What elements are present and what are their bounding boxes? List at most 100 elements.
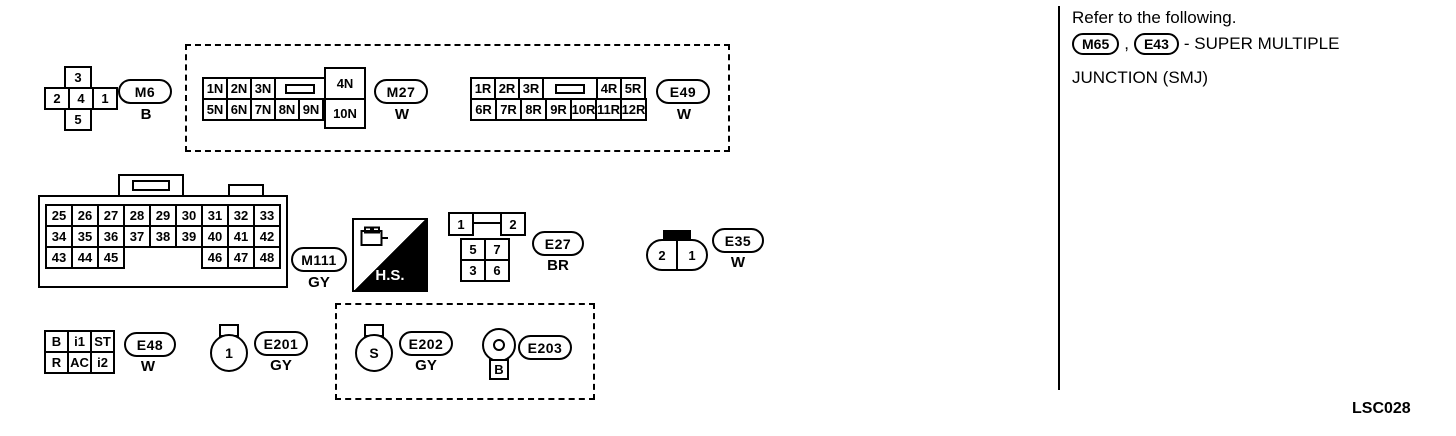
pin-cell: 32 [227, 204, 255, 227]
connector-e27-row1: 5 7 [460, 238, 510, 261]
pin-cell: 7R [495, 98, 522, 121]
pin-cell: 48 [253, 246, 281, 269]
connector-color-label: W [394, 106, 410, 123]
empty-slot [285, 83, 315, 94]
group-box-bottom [335, 303, 595, 400]
pin-cell: 3R [518, 77, 544, 100]
connector-m111-row2: 34 35 36 37 38 39 40 41 42 [45, 225, 281, 248]
connector-id-oval-e49: E49 [656, 79, 710, 104]
connector-tab-slot [132, 180, 170, 191]
pin-cell: ST [90, 330, 115, 353]
pin-cell: 3 [460, 259, 486, 282]
connector-id-oval-e202: E202 [399, 331, 453, 356]
pin-cell: 8R [520, 98, 547, 121]
pin-cell: 1 [448, 212, 474, 236]
connector-e49-row1: 1R 2R 3R 4R 5R [470, 77, 646, 100]
pin-cell: 27 [97, 204, 125, 227]
connector-e48-row2: R AC i2 [44, 351, 115, 374]
pin-cell: 35 [71, 225, 99, 248]
pin-cell: 40 [201, 225, 229, 248]
connector-id-oval-m27: M27 [374, 79, 428, 104]
connector-color-label: BR [547, 257, 569, 274]
cell-divider [676, 241, 678, 269]
note-separator: , [1124, 34, 1129, 53]
connector-bridge [472, 212, 502, 224]
pin-cell: i1 [67, 330, 92, 353]
pin-cell: 3 [64, 66, 92, 89]
pin-cell: 30 [175, 204, 203, 227]
connector-color-label: W [676, 106, 692, 123]
pin-cell: 43 [45, 246, 73, 269]
pin-cell: 11R [595, 98, 622, 121]
pin-cell: 41 [227, 225, 255, 248]
connector-e203-body [482, 328, 516, 362]
connector-color-label: B [140, 106, 152, 123]
pin-cell: 28 [123, 204, 151, 227]
pin-cell: 36 [97, 225, 125, 248]
vertical-divider [1058, 6, 1060, 390]
connector-color-box: B [489, 359, 509, 380]
pin-cell: 8N [274, 98, 300, 121]
connector-id-oval-e35: E35 [712, 228, 764, 253]
connector-e35-body: 2 1 [646, 239, 708, 271]
pin-cell: 47 [227, 246, 255, 269]
pin-cell: 2 [658, 247, 666, 263]
connector-color-label: GY [270, 357, 292, 374]
pin-cell: 33 [253, 204, 281, 227]
connector-e202-body: S [355, 334, 393, 372]
connector-tab [228, 184, 264, 197]
pin-cell: 38 [149, 225, 177, 248]
pin-cell: 2 [500, 212, 526, 236]
pin-cell: 2R [494, 77, 520, 100]
pin-cell: AC [67, 351, 92, 374]
note-suffix: - SUPER MULTIPLE [1183, 34, 1340, 53]
connector-id-oval-m6: M6 [118, 79, 172, 104]
pin-cell: 4N [324, 67, 366, 100]
pin-cell: 37 [123, 225, 151, 248]
ref-oval-m65: M65 [1072, 33, 1120, 55]
pin-cell: 5 [460, 238, 486, 261]
connector-color-label: W [730, 254, 746, 271]
empty-slot [555, 83, 585, 94]
figure-code: LSC028 [1352, 400, 1411, 417]
connector-m27-row1: 1N 2N 3N [202, 77, 326, 100]
pin-cell: B [44, 330, 69, 353]
ref-oval-e43: E43 [1133, 33, 1179, 55]
pin-cell: 1 [688, 247, 696, 263]
connector-id-oval-e201: E201 [254, 331, 308, 356]
pin-cell: 3N [250, 77, 276, 100]
connector-id-oval-m111: M111 [291, 247, 347, 272]
pin-cell: 29 [149, 204, 177, 227]
pin-cell: R [44, 351, 69, 374]
pin-cell: 9R [545, 98, 572, 121]
empty-slot-cell [542, 77, 598, 100]
harness-side-symbol: H.S. [352, 218, 428, 292]
connector-color-label: W [140, 358, 156, 375]
pin-cell: 7 [484, 238, 510, 261]
connector-e48-row1: B i1 ST [44, 330, 115, 353]
connector-e27-row2: 3 6 [460, 259, 510, 282]
note-line1: Refer to the following. [1072, 8, 1237, 27]
pin-cell: 34 [45, 225, 73, 248]
pin-cell: 10R [570, 98, 597, 121]
connector-m27-row2: 5N 6N 7N 8N 9N [202, 98, 324, 121]
pin-cell: 6 [484, 259, 510, 282]
pin-cell: 1N [202, 77, 228, 100]
empty-slot-cell [274, 77, 326, 100]
pin-cell: 46 [201, 246, 229, 269]
pin-cell: 45 [97, 246, 125, 269]
pin-cell: 4 [68, 87, 94, 110]
pin-cell: 1 [92, 87, 118, 110]
connector-m111-row3b: 46 47 48 [201, 246, 281, 269]
connector-color-label: GY [415, 357, 437, 374]
pin-cell: 6R [470, 98, 497, 121]
connector-m6-row: 2 4 1 [44, 87, 118, 110]
connector-e201-body: 1 [210, 334, 248, 372]
pin-cell: 26 [71, 204, 99, 227]
connector-e49-row2: 6R 7R 8R 9R 10R 11R 12R [470, 98, 647, 121]
connector-id-oval-e48: E48 [124, 332, 176, 357]
pin-cell: 10N [324, 98, 366, 129]
pin-cell: 4R [596, 77, 622, 100]
pin-cell: i2 [90, 351, 115, 374]
